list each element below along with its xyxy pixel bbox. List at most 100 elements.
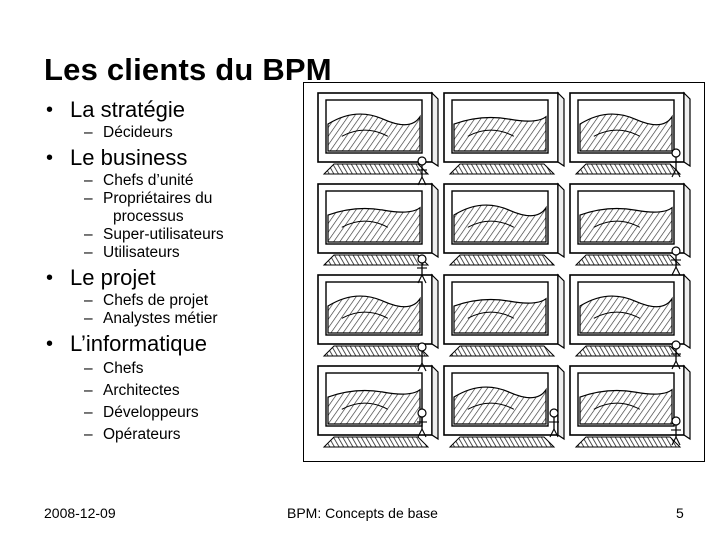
monitor-side: [431, 91, 439, 168]
person-leg: [671, 266, 677, 276]
keyboard-icon: [322, 254, 430, 266]
sub-item: –Chefs de projet: [84, 292, 209, 309]
elephant-wrinkle: [467, 311, 515, 319]
keyboard-icon: [322, 436, 430, 448]
person-leg: [675, 360, 681, 370]
bullet-dot-icon: •: [46, 333, 54, 355]
elephant-wrinkle: [341, 311, 389, 319]
bullet-label: La stratégie: [70, 97, 185, 122]
elephant-fragment: [453, 386, 547, 425]
sub-item: –Opérateurs: [84, 426, 181, 443]
elephant-fragment: [327, 388, 421, 425]
bullet-label: Le business: [70, 145, 188, 170]
sub-item: –Analystes métier: [84, 310, 218, 327]
person-leg: [671, 436, 677, 446]
monitor-side: [431, 182, 439, 259]
elephant-wrinkle: [341, 129, 389, 137]
monitor-side: [683, 273, 691, 350]
elephant-wrinkle: [593, 311, 641, 319]
monitor-side: [683, 364, 691, 441]
elephant-fragment: [327, 206, 421, 243]
bullet-list: • La stratégie –Décideurs • Le business …: [46, 95, 306, 447]
keyboard-icon: [448, 254, 556, 266]
person-leg: [675, 266, 681, 276]
footer-title: BPM: Concepts de base: [287, 505, 438, 521]
elephant-fragment: [453, 115, 547, 152]
keyboard-icon: [574, 345, 682, 357]
cartoon-drawing: [317, 91, 691, 448]
person-leg: [549, 428, 555, 438]
person-head-icon: [417, 254, 427, 264]
person-head-icon: [671, 148, 681, 158]
keyboard-icon: [448, 436, 556, 448]
person-leg: [421, 176, 427, 186]
keyboard-icon: [574, 254, 682, 266]
elephant-wrinkle: [467, 129, 515, 137]
elephant-wrinkle: [467, 220, 515, 228]
monitor-side: [557, 273, 565, 350]
elephant-fragment: [579, 295, 673, 334]
keyboard-icon: [322, 163, 430, 175]
sub-list-strategie: –Décideurs: [46, 124, 306, 142]
person-leg: [421, 362, 427, 372]
monitor-side: [683, 182, 691, 259]
bullet-projet: • Le projet: [46, 265, 306, 291]
bullet-dot-icon: •: [46, 147, 54, 169]
bullet-label: L’informatique: [70, 331, 207, 356]
sub-list-projet: –Chefs de projet –Analystes métier: [46, 292, 306, 328]
bullet-business: • Le business: [46, 145, 306, 171]
sub-item: –Architectes: [84, 382, 180, 399]
keyboard-icon: [574, 163, 682, 175]
elephant-wrinkle: [341, 220, 389, 228]
bullet-dot-icon: •: [46, 99, 54, 121]
monitor-side: [431, 273, 439, 350]
monitor-side: [683, 91, 691, 168]
sub-item: –Décideurs: [84, 124, 173, 141]
monitor-side: [557, 91, 565, 168]
elephant-wrinkle: [593, 220, 641, 228]
elephant-monitors-illustration: [303, 82, 705, 462]
person-leg: [671, 168, 677, 178]
bullet-label: Le projet: [70, 265, 156, 290]
keyboard-icon: [448, 345, 556, 357]
monitor-side: [431, 364, 439, 441]
sub-item-continuation: processus: [113, 208, 184, 225]
person-leg: [675, 436, 681, 446]
keyboard-icon: [574, 436, 682, 448]
person-leg: [417, 274, 423, 284]
person-leg: [417, 428, 423, 438]
person-leg: [421, 428, 427, 438]
elephant-fragment: [327, 113, 421, 152]
bullet-dot-icon: •: [46, 267, 54, 289]
person-leg: [417, 362, 423, 372]
person-head-icon: [549, 408, 559, 418]
sub-item: –Chefs: [84, 360, 144, 377]
monitor-side: [557, 364, 565, 441]
elephant-fragment: [453, 204, 547, 243]
page-number: 5: [676, 505, 684, 521]
person-head-icon: [671, 340, 681, 350]
sub-list-informatique: –Chefs –Architectes –Développeurs –Opéra…: [46, 360, 306, 444]
bullet-informatique: • L’informatique: [46, 331, 306, 357]
person-head-icon: [417, 342, 427, 352]
elephant-wrinkle: [593, 402, 641, 410]
bullet-strategie: • La stratégie: [46, 97, 306, 123]
elephant-wrinkle: [341, 402, 389, 410]
slide-title: Les clients du BPM: [44, 52, 332, 87]
sub-item: –Développeurs: [84, 404, 199, 421]
elephant-fragment: [579, 206, 673, 243]
footer-date: 2008-12-09: [44, 505, 116, 521]
sub-item: –Super-utilisateurs: [84, 226, 224, 243]
sub-item: –Utilisateurs: [84, 244, 180, 261]
sub-item: –Chefs d’unité: [84, 172, 194, 189]
person-leg: [675, 168, 681, 178]
elephant-fragment: [453, 297, 547, 334]
monitor-side: [557, 182, 565, 259]
person-leg: [421, 274, 427, 284]
person-head-icon: [671, 416, 681, 426]
elephant-fragment: [579, 388, 673, 425]
elephant-wrinkle: [593, 129, 641, 137]
